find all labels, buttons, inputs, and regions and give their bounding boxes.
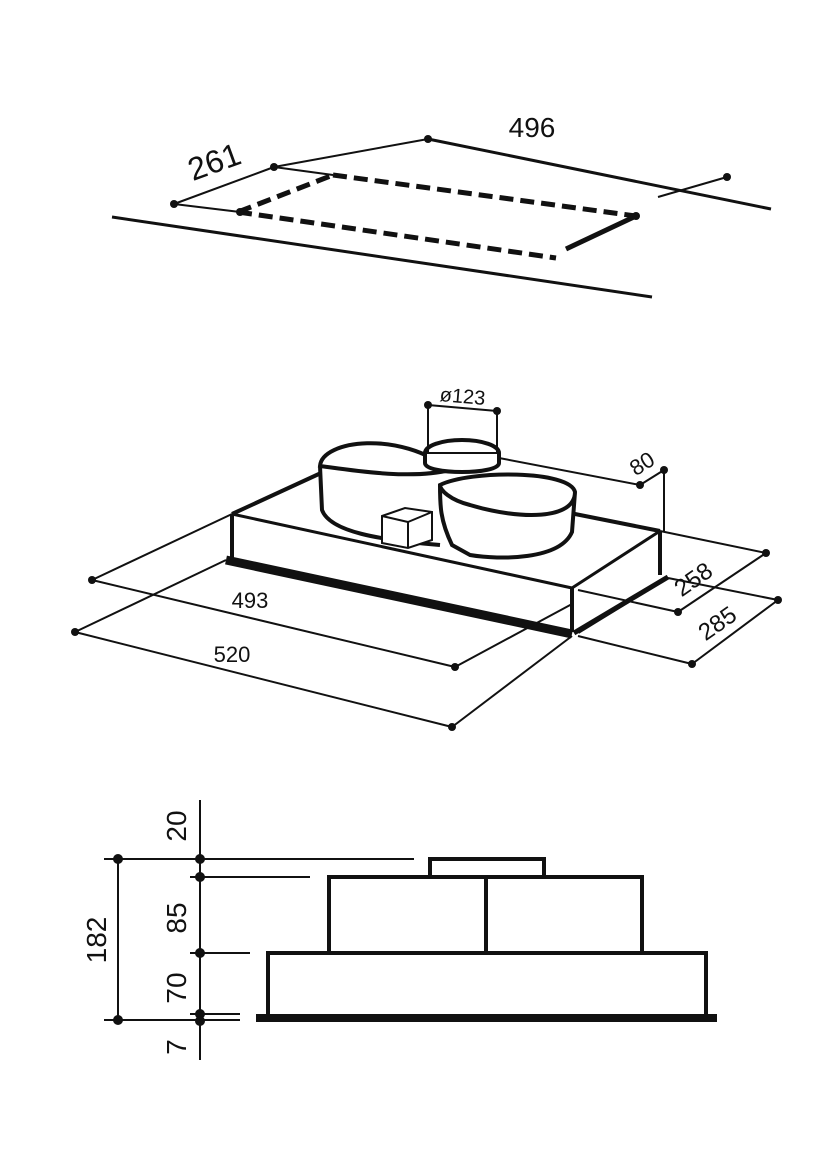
housing-front-top bbox=[231, 512, 573, 590]
dim-line-80 bbox=[639, 469, 665, 486]
label-20: 20 bbox=[161, 810, 192, 841]
surface-line-front bbox=[111, 215, 653, 299]
housing-top bbox=[231, 471, 322, 516]
dim-line-496 bbox=[273, 138, 429, 168]
dim-line-261 bbox=[173, 166, 275, 205]
label-493: 493 bbox=[232, 588, 269, 613]
label-85: 85 bbox=[161, 902, 192, 933]
dim-line-258 bbox=[677, 552, 767, 613]
surface-line-back bbox=[427, 137, 772, 211]
dim-dots-top bbox=[170, 135, 731, 220]
label-duct: ø123 bbox=[439, 384, 486, 410]
label-258: 258 bbox=[670, 557, 718, 602]
dim-dots-iso bbox=[71, 401, 782, 731]
cutout-outline bbox=[237, 172, 637, 261]
label-285: 285 bbox=[694, 601, 742, 646]
base-plate-right bbox=[572, 574, 670, 636]
housing-top-right bbox=[564, 510, 661, 533]
base-plate bbox=[225, 555, 573, 639]
side-view bbox=[104, 800, 717, 1060]
label-70: 70 bbox=[161, 972, 192, 1003]
dim-ext-261 bbox=[173, 203, 241, 213]
side-plate bbox=[256, 1014, 717, 1022]
side-body bbox=[266, 951, 708, 1020]
dim-dots-side bbox=[113, 854, 205, 1026]
duct-collar-side bbox=[423, 453, 501, 474]
label-496: 496 bbox=[509, 112, 556, 143]
dim-line-duct bbox=[427, 404, 498, 412]
dim-line-285 bbox=[691, 599, 779, 665]
dim-ext-496 bbox=[273, 166, 334, 176]
label-261: 261 bbox=[183, 136, 245, 188]
label-182: 182 bbox=[81, 917, 112, 964]
label-520: 520 bbox=[214, 642, 251, 667]
label-7: 7 bbox=[161, 1039, 192, 1055]
motor-right bbox=[437, 472, 578, 560]
dim-line-496-right bbox=[657, 176, 728, 198]
dim-line-520 bbox=[74, 631, 453, 728]
cutout-plan bbox=[111, 135, 772, 299]
housing-right-top bbox=[571, 529, 661, 590]
side-collar bbox=[428, 857, 546, 877]
iso-view bbox=[71, 401, 782, 731]
cutout-right-edge bbox=[564, 213, 638, 252]
